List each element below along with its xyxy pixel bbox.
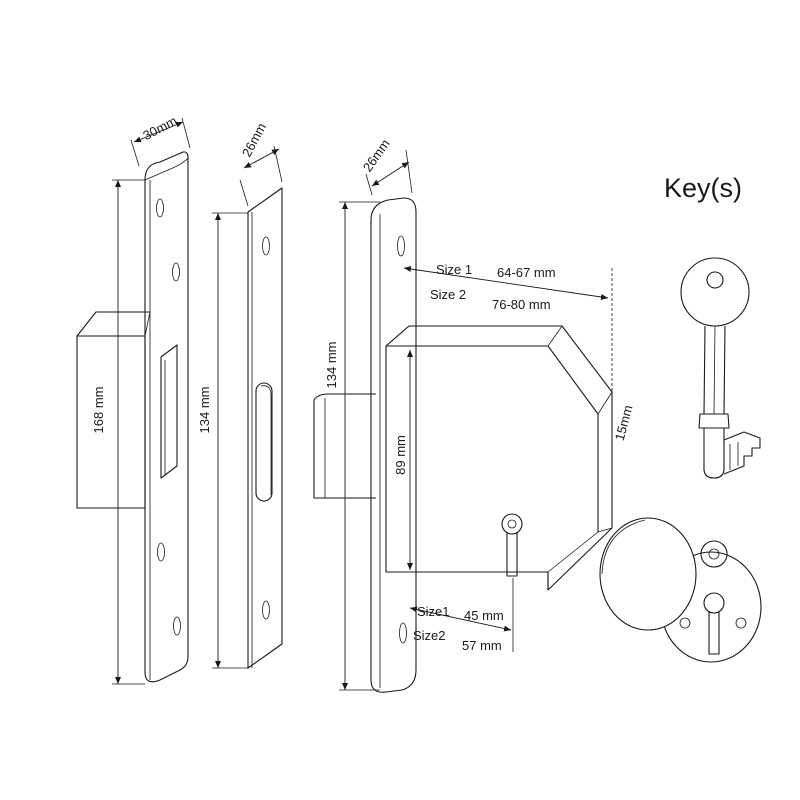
overall-size2-name: Size 2 [430,287,466,302]
lock-forend-width-label: 26mm [360,136,393,174]
lock-overall-length-dimension [403,266,609,300]
escutcheon-icon [599,517,762,663]
flat-plate-width-dimension [243,148,280,169]
lock-forend-height-label: 134 mm [324,342,339,389]
backset-size2-value: 57 mm [462,638,502,653]
strike-width-label: 30mm [140,113,179,143]
key-icon [680,257,761,479]
overall-size2-value: 76-80 mm [492,297,551,312]
strike-plate [76,151,189,683]
mortice-lock [313,197,613,693]
lock-case-height-label: 89 mm [393,435,408,475]
lock-backset-dimension [409,606,512,632]
strike-height-label: 168 mm [91,387,106,434]
backset-size1-name: Size1 [417,604,450,619]
lock-case-depth-label: 15mm [612,403,636,442]
backset-size2-name: Size2 [413,628,446,643]
flat-plate-height-label: 134 mm [197,387,212,434]
lock-forend-width-dimension [371,161,410,187]
flat-plate-width-label: 26mm [239,120,269,159]
keys-title: Key(s) [664,173,742,203]
overall-size1-value: 64-67 mm [497,265,556,280]
overall-size1-name: Size 1 [436,262,472,277]
backset-size1-value: 45 mm [464,608,504,623]
strike-width-dimension [133,121,184,143]
flat-plate [247,187,283,669]
